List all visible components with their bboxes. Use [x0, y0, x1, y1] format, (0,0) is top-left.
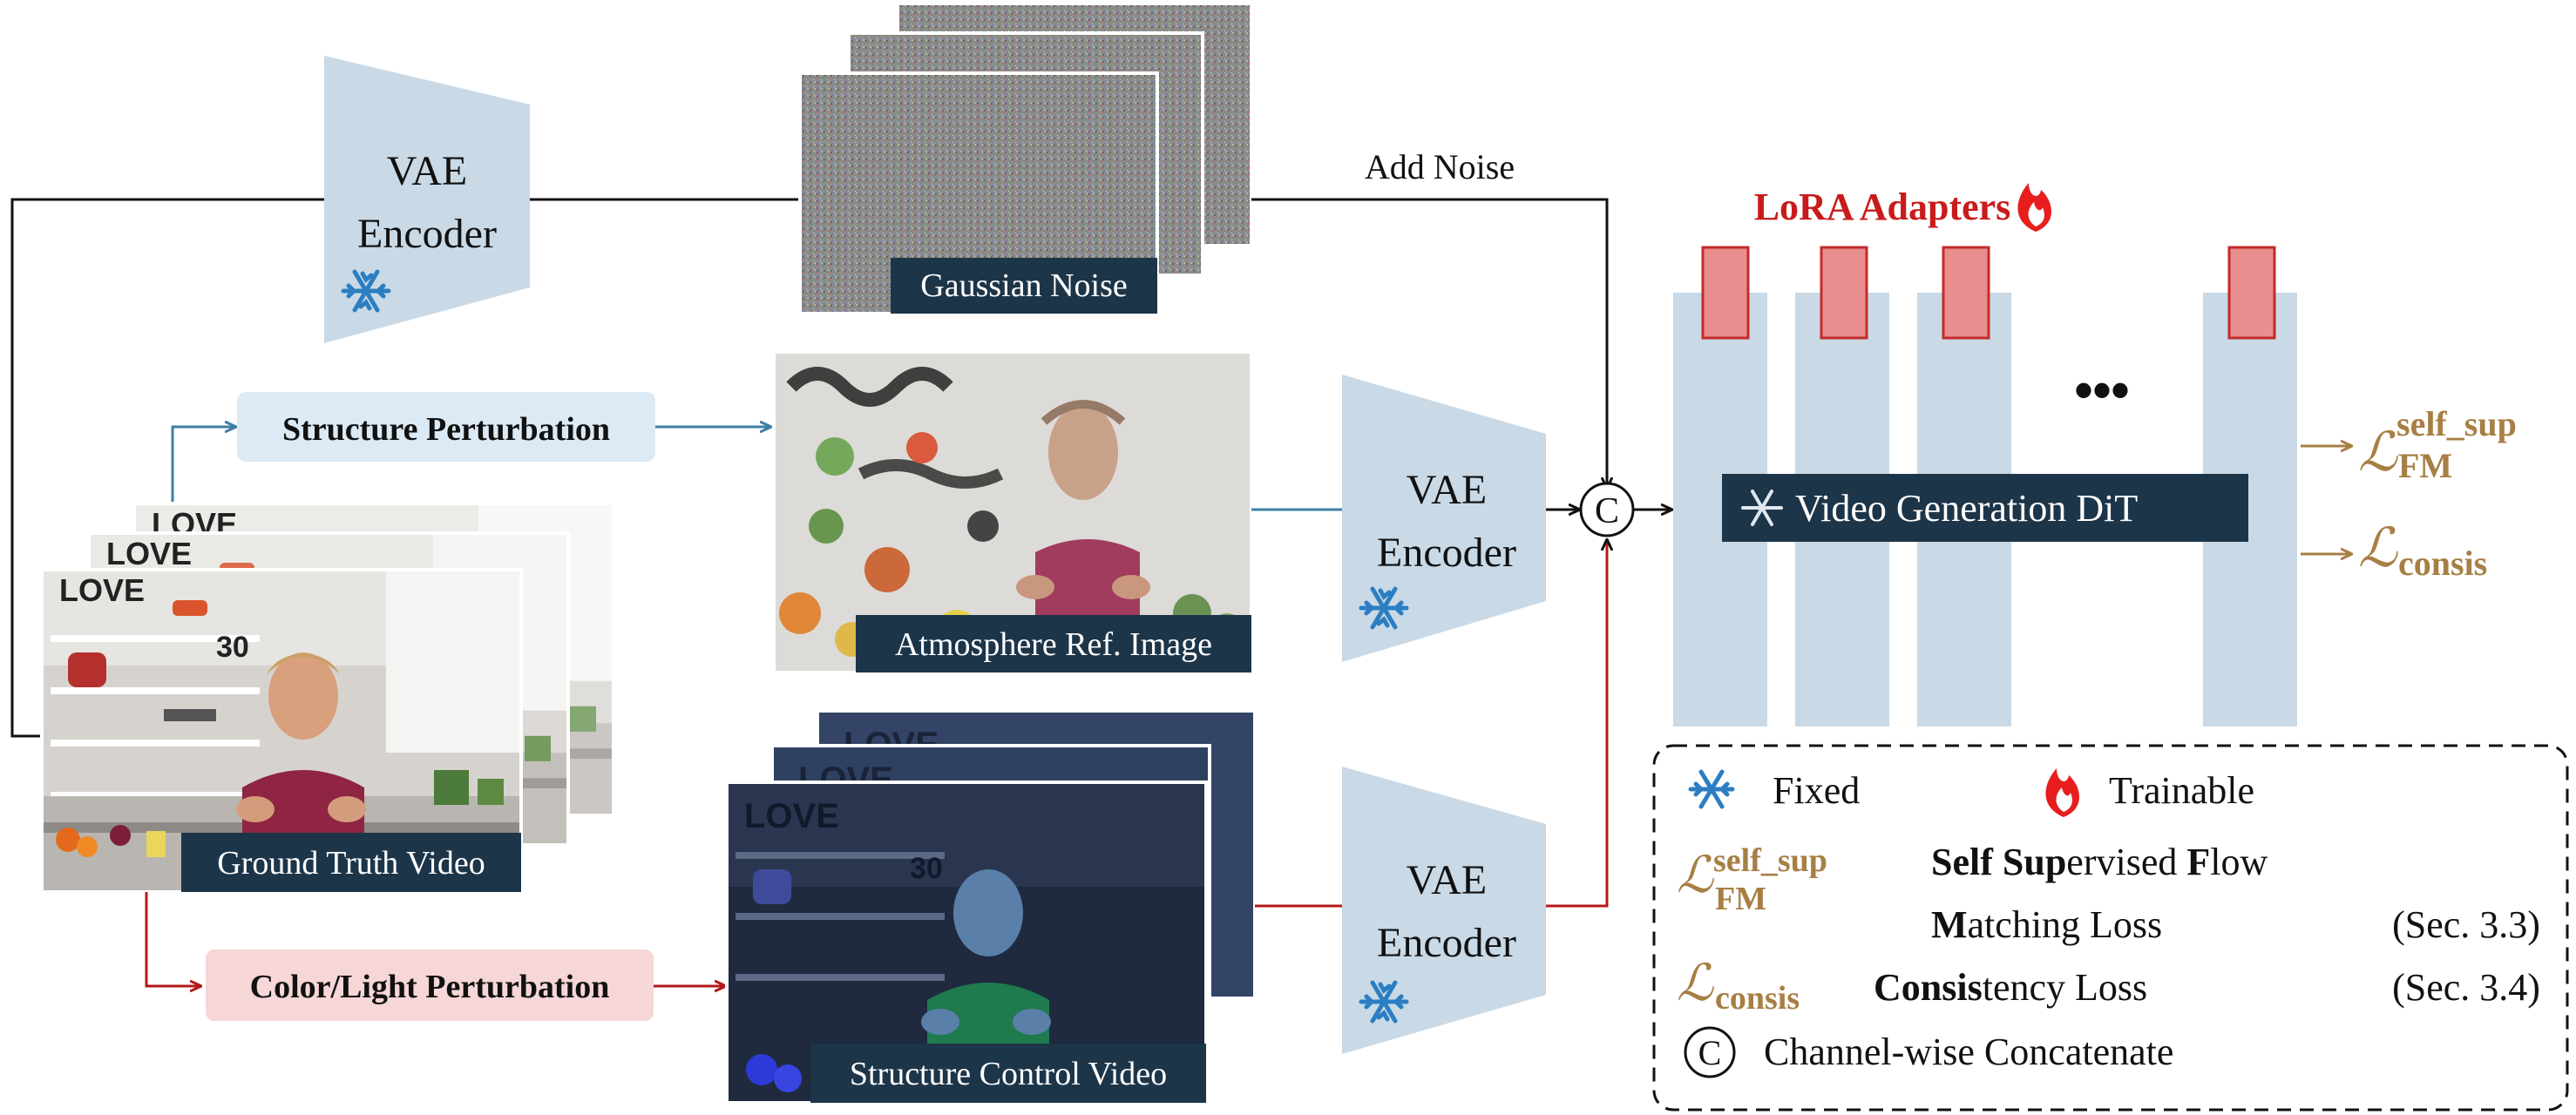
- structure-control-video-stack: LOVE LOVE LOVE 30 Structure Control Vide…: [725, 709, 1257, 1105]
- color-light-perturbation-pill: [206, 949, 654, 1021]
- gaussian-noise-stack: Gaussian Noise: [798, 2, 1253, 315]
- vae-encoder-mid-line2: Encoder: [1377, 530, 1516, 576]
- structure-control-caption: Structure Control Video: [850, 1056, 1167, 1092]
- atmosphere-ref-image: Atmosphere Ref. Image: [772, 350, 1253, 674]
- legend-fixed-label: Fixed: [1773, 769, 1860, 812]
- vae-encoder-mid: [1342, 375, 1546, 662]
- vae-encoder-top: [324, 56, 530, 343]
- ground-truth-caption: Ground Truth Video: [217, 845, 485, 882]
- legend-trainable-label: Trainable: [2109, 769, 2254, 812]
- legend-consis-symbol: ℒ: [1677, 955, 1714, 1011]
- structure-branch-arrow: [171, 427, 235, 505]
- snowflake-icon: [1741, 490, 1783, 526]
- loss-fm-subscript: FM: [2398, 446, 2452, 485]
- legend-fm-superscript: self_sup: [1713, 842, 1827, 879]
- flame-icon: [2017, 183, 2051, 232]
- structure-perturbation-pill: [237, 392, 655, 462]
- legend-fm-desc-line1: Self Supervised Flow: [1931, 841, 2268, 883]
- lora-adapters-label: LoRA Adapters: [1754, 186, 2011, 228]
- bottom-encoder-to-concat-arrow: [1546, 540, 1607, 908]
- atmosphere-caption: Atmosphere Ref. Image: [895, 626, 1212, 663]
- vae-encoder-bottom-line1: VAE: [1407, 857, 1487, 903]
- frame-love-text: LOVE: [106, 536, 192, 571]
- gt-to-encoder-line: [10, 198, 324, 738]
- lora-adapters: [1701, 246, 2276, 340]
- snowflake-icon: [341, 269, 391, 313]
- legend-fm-subscript: FM: [1715, 881, 1766, 917]
- legend-consis-section: (Sec. 3.4): [2392, 966, 2540, 1009]
- vae-encoder-top-line2: Encoder: [357, 211, 497, 257]
- structure-perturbation-label: Structure Perturbation: [282, 411, 610, 448]
- loss-consis-symbol: ℒ: [2358, 519, 2398, 578]
- snowflake-icon: [1688, 769, 1735, 809]
- color-branch-arrow: [145, 892, 200, 986]
- frame-number-text: 30: [216, 631, 249, 664]
- flame-icon: [2045, 768, 2079, 817]
- add-noise-arrow: [1251, 198, 1607, 488]
- loss-fm-symbol: ℒ: [2358, 423, 2398, 483]
- legend-fm-section: (Sec. 3.3): [2392, 903, 2540, 946]
- vae-encoder-bottom-line2: Encoder: [1377, 920, 1516, 966]
- snowflake-icon: [1359, 980, 1409, 1024]
- frame-number-text: 30: [910, 852, 943, 885]
- legend-consis-desc: Consistency Loss: [1874, 966, 2147, 1009]
- loss-fm-superscript: self_sup: [2396, 404, 2517, 443]
- vae-encoder-bottom: [1342, 767, 1546, 1054]
- legend-concat-circle-icon: [1684, 1026, 1736, 1078]
- frame-love-text: LOVE: [59, 572, 145, 608]
- dit-label: Video Generation DiT: [1795, 487, 2138, 530]
- add-noise-label: Add Noise: [1365, 147, 1515, 186]
- legend-box: [1652, 744, 2569, 1112]
- snowflake-icon: [1359, 586, 1409, 630]
- concat-symbol: C: [1595, 491, 1619, 531]
- legend-consis-subscript: consis: [1715, 980, 1800, 1017]
- loss-consis-subscript: consis: [2398, 544, 2487, 583]
- color-light-perturbation-label: Color/Light Perturbation: [250, 969, 610, 1005]
- legend-fm-desc-line2: Matching Loss: [1931, 903, 2162, 946]
- dit-label-bar: [1722, 474, 2248, 542]
- frame-love-text: LOVE: [744, 797, 839, 835]
- dit-ellipsis: •••: [2074, 361, 2129, 419]
- legend-concat-symbol: C: [1698, 1033, 1722, 1072]
- legend-fm-symbol: ℒ: [1677, 847, 1714, 903]
- gaussian-noise-caption: Gaussian Noise: [920, 267, 1127, 304]
- vae-encoder-top-line1: VAE: [387, 148, 467, 194]
- vae-encoder-mid-line1: VAE: [1407, 467, 1487, 513]
- legend-concat-desc: Channel-wise Concatenate: [1764, 1031, 2173, 1073]
